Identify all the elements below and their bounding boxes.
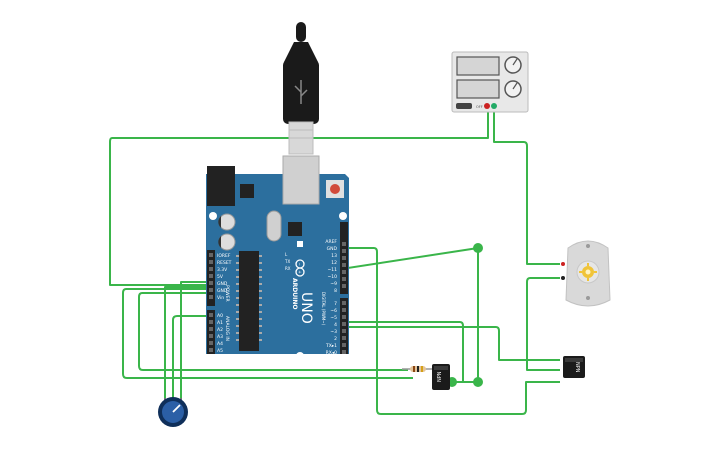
- digital-pin-label: GND: [327, 246, 338, 252]
- arduino-brand-text: ARDUINO: [291, 278, 298, 309]
- analog-header: [207, 310, 215, 354]
- digital-pin-label: 4: [334, 322, 337, 328]
- motor-shaft-gear-icon: [579, 263, 597, 281]
- voltage-regulator: [240, 184, 254, 198]
- transistor-label: NPN: [574, 362, 580, 373]
- analog-pin-label: A0: [217, 313, 223, 319]
- digital-pin-label: 2: [334, 336, 337, 342]
- power-header-label: POWER: [224, 285, 230, 302]
- mounting-hole: [339, 212, 347, 220]
- mounting-hole: [209, 212, 217, 220]
- digital-pin-label: RX◂0: [326, 350, 337, 356]
- power-pin-label: GND: [217, 288, 228, 294]
- mounting-hole: [586, 244, 590, 248]
- ps-display-voltage: [456, 56, 500, 76]
- power-supply[interactable]: OFF: [451, 51, 529, 113]
- crystal: [266, 210, 282, 242]
- transistor-right[interactable]: NPN: [563, 356, 585, 378]
- arduino-usb-port: [282, 155, 320, 205]
- potentiometer[interactable]: [158, 397, 188, 427]
- analog-header-sockets[interactable]: [209, 313, 213, 352]
- digital-pin-label: TX▸1: [325, 343, 337, 349]
- capacitor-2: [218, 233, 236, 251]
- power-pin-label: Vin: [217, 295, 224, 301]
- arduino-dc-jack: [207, 166, 235, 206]
- digital-pin-label: ~9: [330, 281, 337, 287]
- power-header-sockets[interactable]: [209, 253, 213, 299]
- ps-terminal-positive[interactable]: [491, 103, 497, 109]
- analog-pin-label: A2: [217, 327, 223, 333]
- arduino-model-text: UNO: [298, 292, 314, 324]
- analog-pin-label: A4: [217, 341, 223, 347]
- resistor[interactable]: [402, 366, 432, 372]
- tx-led-label: TX: [284, 259, 290, 264]
- ps-terminal-negative[interactable]: [484, 103, 490, 109]
- digital-pin-label: ~10: [328, 274, 338, 280]
- digital-pin-label: 8: [334, 288, 337, 294]
- digital-pin-label: 7: [334, 301, 337, 307]
- power-pin-label: 3.3V: [217, 267, 228, 273]
- led-indicator: [297, 241, 303, 247]
- wire-pin9-to-transistor[interactable]: [345, 247, 560, 415]
- wire-ps-to-motor[interactable]: [493, 108, 560, 265]
- ps-display-current: [456, 79, 500, 99]
- digital-pin-label: 12: [331, 260, 337, 266]
- digital-header-sockets[interactable]: [342, 242, 346, 354]
- mounting-hole: [586, 296, 590, 300]
- digital-pin-label: AREF: [325, 239, 337, 245]
- motor-terminal[interactable]: [561, 276, 565, 280]
- usb-cable[interactable]: [283, 22, 319, 155]
- svg-text:+: +: [298, 270, 303, 273]
- ps-button-label: OFF: [476, 105, 483, 109]
- wire-pot-1[interactable]: [164, 286, 208, 400]
- digital-pin-label: ~6: [330, 308, 337, 314]
- transistor-left[interactable]: NPN: [432, 364, 450, 390]
- digital-pin-label: ~5: [330, 315, 337, 321]
- atmega-chip: [239, 251, 259, 351]
- digital-header-label: DIGITAL (PWM~): [321, 292, 326, 326]
- mounting-hole: [296, 352, 304, 360]
- wire-left-gnd-2[interactable]: [138, 292, 408, 371]
- wire-junction-bottom-right[interactable]: [473, 377, 483, 387]
- power-pin-label: RESET: [217, 260, 232, 266]
- digital-pin-label: ~3: [330, 329, 337, 335]
- arduino-uno-board[interactable]: IOREF RESET 3.3V 5V GND GND Vin A0 A1 A2…: [206, 155, 349, 360]
- transistor-label: NPN: [437, 371, 443, 382]
- analog-pin-label: A5: [217, 348, 223, 354]
- power-pin-label: GND: [217, 281, 228, 287]
- potentiometer-knob-indicator[interactable]: [172, 404, 181, 413]
- ps-power-button[interactable]: [456, 103, 472, 109]
- analog-pin-label: A3: [217, 334, 223, 340]
- dc-motor[interactable]: [561, 240, 611, 307]
- wire-pot-3[interactable]: [180, 281, 208, 400]
- l-led-label: L: [285, 252, 288, 257]
- wire-pin2[interactable]: [345, 326, 560, 361]
- arduino-logo: − +: [295, 259, 305, 277]
- reset-button-cap[interactable]: [330, 184, 340, 194]
- wire-pot-2[interactable]: [172, 315, 208, 400]
- analog-pin-label: A1: [217, 320, 223, 326]
- analog-header-label: ANALOG IN: [224, 316, 230, 341]
- wire-left-gnd-1[interactable]: [122, 288, 413, 379]
- rx-led-label: RX: [285, 266, 291, 271]
- wire-pin3[interactable]: [345, 321, 464, 383]
- digital-pin-label: 13: [331, 253, 337, 259]
- chip-pins: [236, 255, 262, 341]
- wire-junction-top[interactable]: [473, 243, 483, 253]
- usb-icon: [294, 80, 308, 104]
- wire-ps-to-arduino[interactable]: [109, 108, 489, 286]
- small-chip: [288, 222, 302, 236]
- svg-text:−: −: [298, 262, 303, 265]
- digital-pin-label: ~11: [328, 267, 338, 273]
- motor-terminal[interactable]: [561, 262, 565, 266]
- wire-motor-to-transistor[interactable]: [526, 277, 560, 371]
- power-pin-label: 5V: [217, 274, 224, 280]
- power-pin-label: IOREF: [217, 253, 231, 259]
- capacitor-1: [218, 213, 236, 231]
